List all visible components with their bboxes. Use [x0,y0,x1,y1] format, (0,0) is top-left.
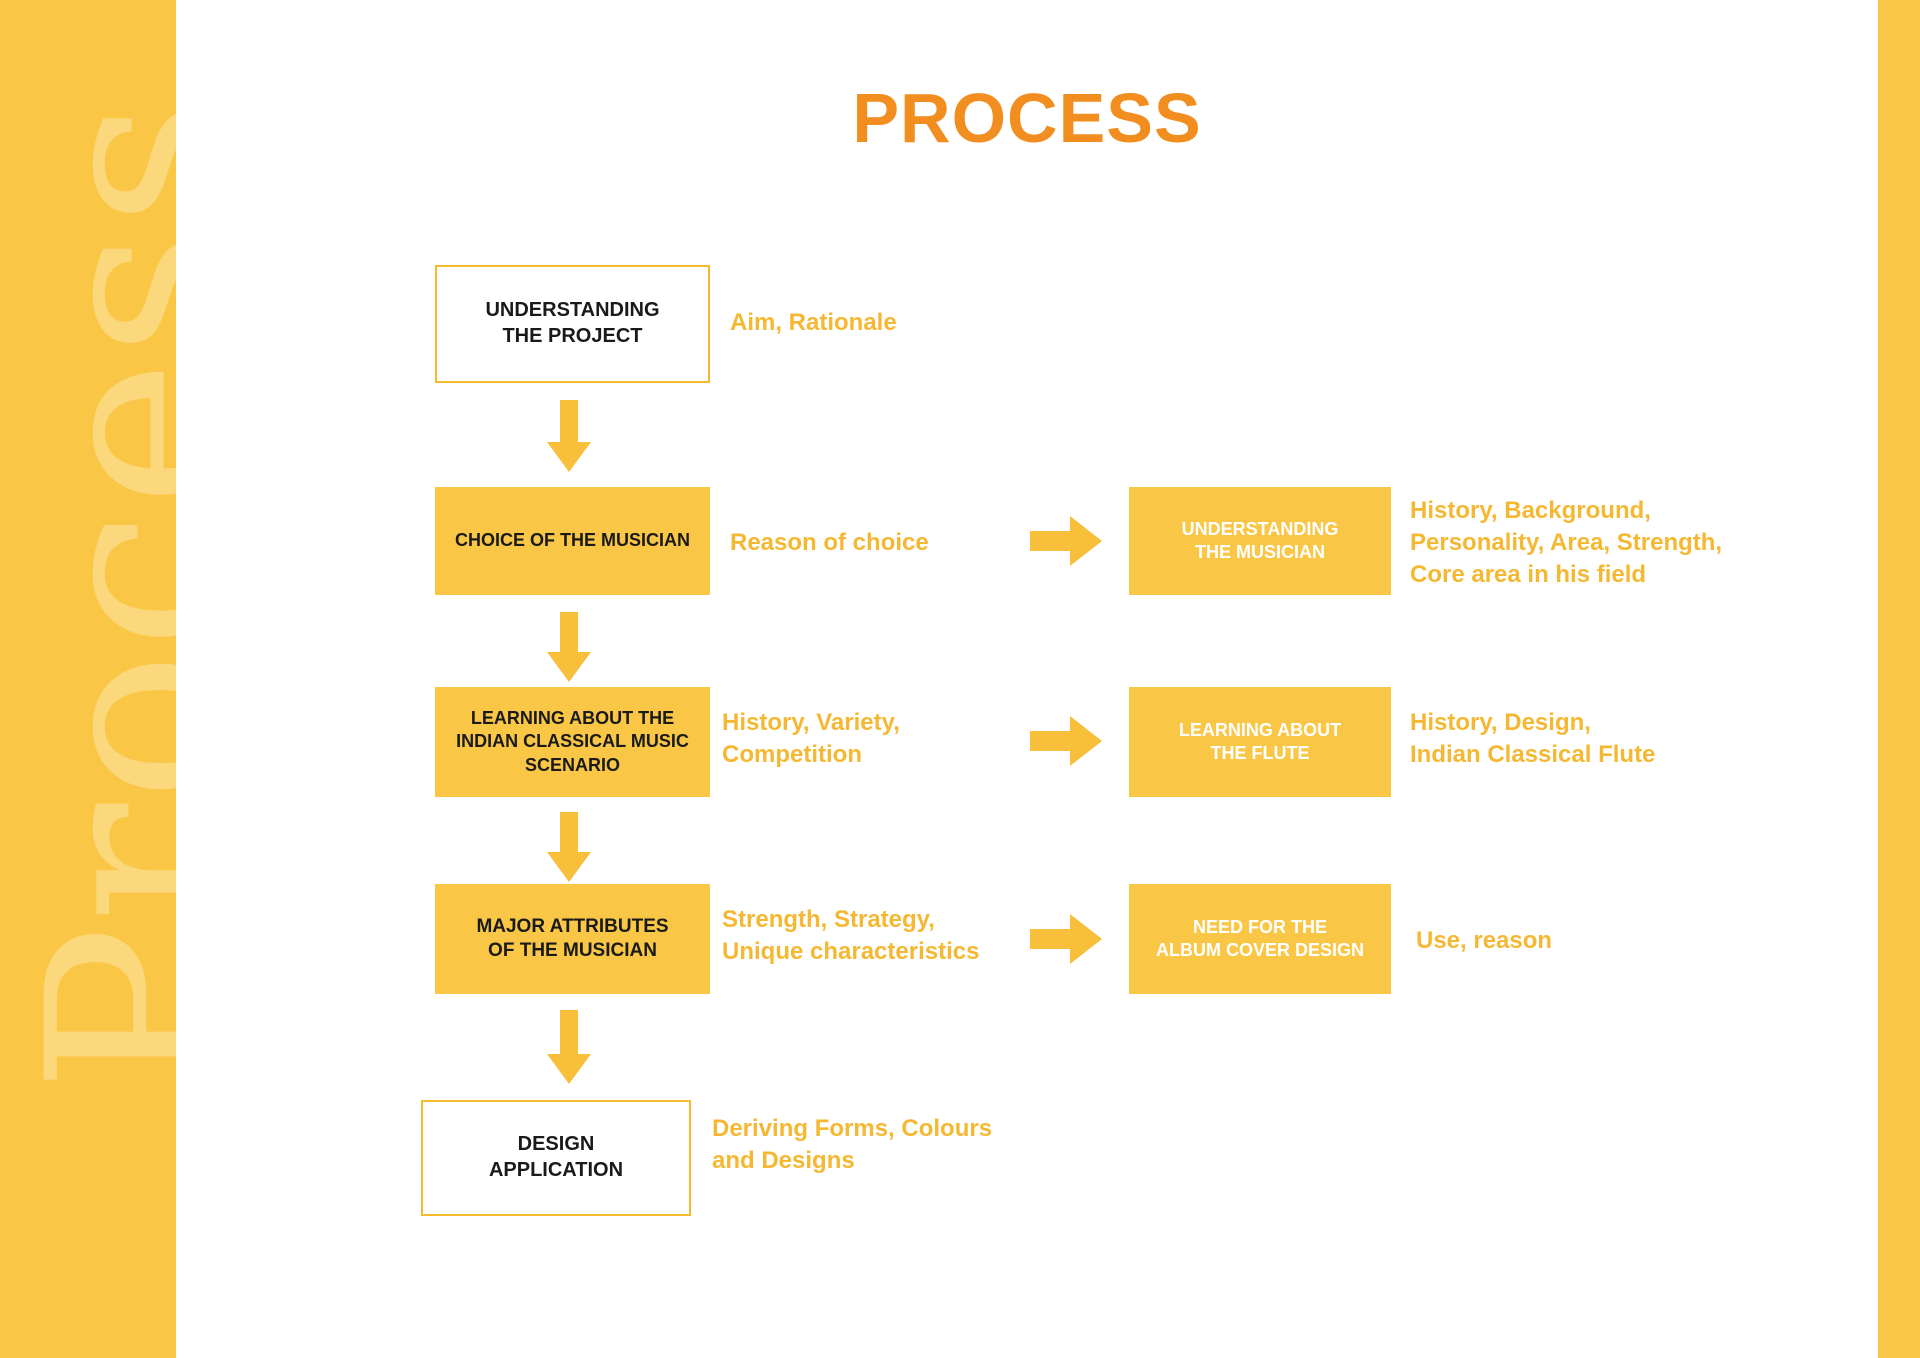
flow-box-label-line-1: DESIGN [517,1133,595,1156]
flow-box-label-line-1: LEARNING ABOUT [1178,719,1342,740]
flow-box-label-line-1: MAJOR ATTRIBUTES [476,915,669,937]
annotation-line-2: Competition [722,740,862,768]
annotation-line-1: History, Background, [1410,497,1651,524]
flow-box-major-attributes-of-the-musician[interactable]: MAJOR ATTRIBUTES OF THE MUSICIAN [435,884,710,994]
annotation-major-attributes-of-the-musician: Strength, Strategy, Unique characteristi… [722,904,979,968]
flow-box-label-line-1: LEARNING ABOUT THE [470,708,675,729]
flow-box-label-line-1: CHOICE OF THE MUSICIAN [454,530,690,551]
annotation-learning-about-indian-classical-music-scenario: History, Variety, Competition [722,707,900,771]
annotation-line-1: Strength, Strategy, [722,906,935,933]
annotation-line-2: Unique characteristics [722,937,980,965]
flow-box-label-line-2: OF THE MUSICIAN [488,940,657,961]
flow-box-label: CHOICE OF THE MUSICIAN [455,529,690,552]
flow-box-design-application[interactable]: DESIGN APPLICATION [421,1100,691,1216]
flow-box-label: UNDERSTANDING THE MUSICIAN [1182,518,1339,564]
annotation-learning-about-the-flute: History, Design, Indian Classical Flute [1410,707,1655,771]
annotation-choice-of-the-musician: Reason of choice [730,529,929,556]
flow-box-label: LEARNING ABOUT THE FLUTE [1179,719,1341,765]
annotation-line-2: Indian Classical Flute [1410,740,1656,768]
sidebar-watermark-text: Process [0,96,176,1094]
flow-box-choice-of-the-musician[interactable]: CHOICE OF THE MUSICIAN [435,487,710,595]
annotation-line-1: History, Variety, [722,709,900,736]
flow-box-label-line-1: NEED FOR THE [1192,916,1327,937]
flow-box-label-line-3: SCENARIO [524,754,620,775]
flow-box-understanding-the-project[interactable]: UNDERSTANDING THE PROJECT [435,265,710,383]
flow-box-label: MAJOR ATTRIBUTES OF THE MUSICIAN [476,915,668,964]
flow-box-label: NEED FOR THE ALBUM COVER DESIGN [1156,916,1364,962]
flow-box-label: DESIGN APPLICATION [489,1132,623,1183]
flow-box-label-line-2: ALBUM COVER DESIGN [1155,940,1364,960]
annotation-line-1: Deriving Forms, Colours [712,1115,993,1142]
flow-box-label-line-2: THE FLUTE [1210,743,1310,763]
flow-box-need-for-the-album-cover-design[interactable]: NEED FOR THE ALBUM COVER DESIGN [1129,884,1391,994]
left-decorative-band: Process [0,0,176,1358]
flow-box-label-line-2: THE PROJECT [502,325,643,347]
annotation-understanding-the-musician: History, Background, Personality, Area, … [1410,495,1722,591]
annotation-line-3: Core area in his field [1410,560,1647,588]
flow-box-label-line-1: UNDERSTANDING [1181,518,1339,539]
annotation-line-1: History, Design, [1410,709,1591,736]
annotation-need-for-the-album-cover-design: Use, reason [1416,927,1553,954]
flow-box-label-line-2: INDIAN CLASSICAL MUSIC [456,731,689,752]
flow-box-learning-about-the-flute[interactable]: LEARNING ABOUT THE FLUTE [1129,687,1391,797]
annotation-understanding-the-project: Aim, Rationale [730,309,897,336]
annotation-line-2: Personality, Area, Strength, [1410,528,1723,556]
page-title: PROCESS [852,79,1202,157]
flow-box-label-line-2: APPLICATION [488,1159,624,1181]
right-decorative-band [1878,0,1920,1358]
flow-box-learning-about-indian-classical-music-scenario[interactable]: LEARNING ABOUT THE INDIAN CLASSICAL MUSI… [435,687,710,797]
annotation-line-2: and Designs [712,1146,855,1174]
flow-box-label: LEARNING ABOUT THE INDIAN CLASSICAL MUSI… [456,707,689,776]
flow-box-understanding-the-musician[interactable]: UNDERSTANDING THE MUSICIAN [1129,487,1391,595]
flow-box-label-line-1: UNDERSTANDING [485,299,660,322]
flow-box-label-line-2: THE MUSICIAN [1194,542,1325,562]
annotation-design-application: Deriving Forms, Colours and Designs [712,1113,992,1177]
flow-box-label: UNDERSTANDING THE PROJECT [485,298,659,349]
